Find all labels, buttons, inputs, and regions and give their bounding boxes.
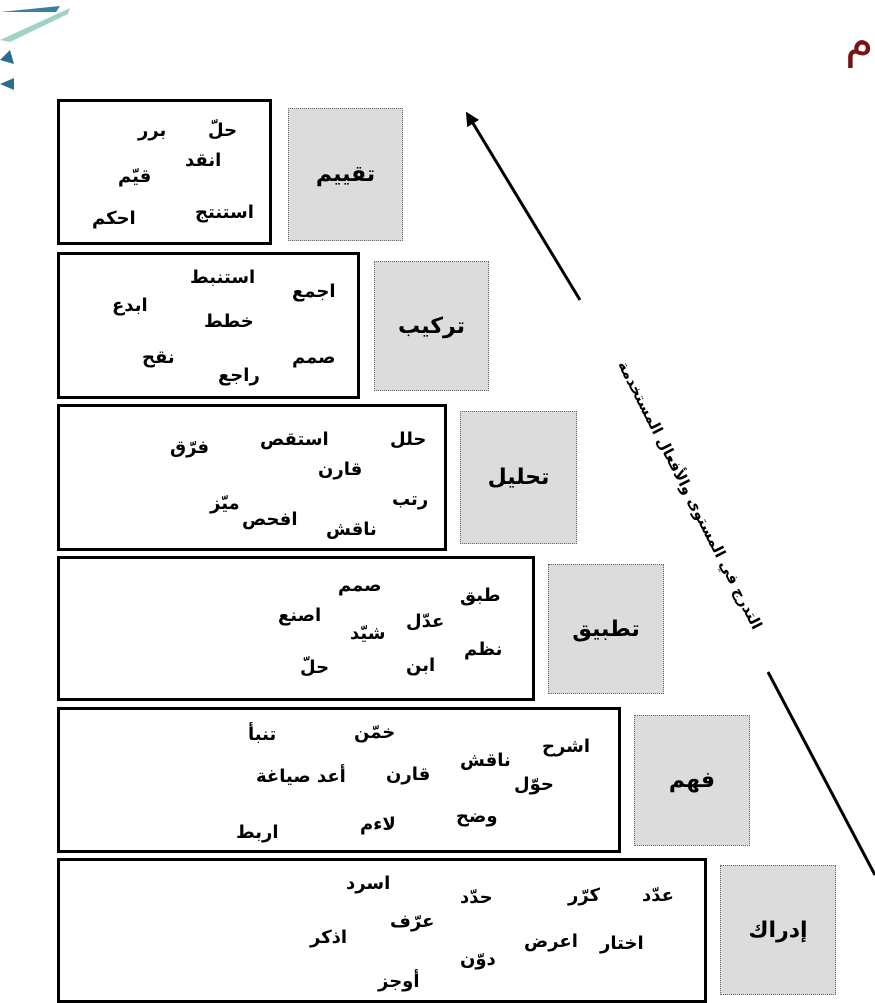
level-box-analysis: حلل استقص فرّق قارن رتب ميّز افحص ناقش	[57, 404, 447, 551]
level-label-text: تركيب	[397, 313, 465, 339]
verb: عدّل	[406, 611, 445, 632]
verb: اسرد	[346, 873, 391, 894]
level-label-comprehension: فهم	[634, 715, 750, 846]
level-label-knowledge: إدراك	[720, 865, 836, 995]
verb: ناقش	[326, 519, 377, 540]
verb: احكم	[92, 208, 136, 229]
verb: خمّن	[354, 722, 396, 743]
verb: لاءم	[360, 814, 396, 835]
verb: عدّد	[642, 885, 674, 906]
verb: فرّق	[170, 437, 210, 458]
verb: صمم	[292, 347, 336, 368]
corner-decoration	[0, 6, 70, 90]
verb: حوّل	[514, 774, 554, 795]
level-label-analysis: تحليل	[460, 411, 577, 544]
verb: استنبط	[190, 267, 256, 288]
corner-character: م	[845, 14, 874, 68]
level-label-application: تطبيق	[548, 564, 664, 694]
verb: قيّم	[118, 166, 152, 187]
verb: استقص	[260, 429, 329, 450]
level-label-text: إدراك	[748, 917, 808, 943]
level-label-text: تقييم	[315, 162, 376, 187]
verb: تنبأ	[248, 724, 277, 745]
level-box-synthesis: اجمع استنبط ابدع خطط صمم نقح راجع	[57, 252, 360, 399]
verb: اذكر	[310, 927, 348, 948]
level-label-text: فهم	[668, 768, 716, 793]
verb: اختار	[600, 933, 644, 954]
verb: نظم	[464, 639, 503, 660]
verb: استنتج	[195, 202, 254, 223]
verb: حلل	[390, 429, 427, 450]
verb: قارن	[386, 764, 431, 785]
level-label-text: تطبيق	[572, 616, 640, 642]
verb: حدّد	[460, 887, 493, 908]
verb: حلّ	[300, 657, 330, 678]
verb: افحص	[242, 509, 298, 530]
verb: انقد	[185, 150, 222, 171]
verb: اعرض	[524, 931, 578, 952]
verb: صمم	[338, 575, 382, 596]
verb: نقح	[142, 347, 175, 368]
verb: وضح	[456, 806, 498, 827]
verb: دوّن	[460, 949, 496, 970]
verb: رتب	[392, 489, 429, 510]
verb: ميّز	[210, 493, 240, 514]
verb: اشرح	[542, 736, 591, 757]
verb: أعد صياغة	[256, 766, 346, 787]
verb: ابن	[406, 655, 436, 676]
level-label-text: تحليل	[487, 465, 550, 490]
verb: أوجز	[378, 971, 420, 992]
verb: اصنع	[278, 605, 322, 626]
verb: شيّد	[350, 623, 386, 644]
verb: برر	[138, 120, 167, 141]
verb: قارن	[318, 459, 363, 480]
level-box-comprehension: تنبأ خمّن اشرح ناقش حوّل قارن أعد صياغة …	[57, 707, 621, 853]
verb: خطط	[204, 311, 254, 332]
verb: طبق	[460, 585, 501, 606]
level-label-evaluation: تقييم	[288, 108, 403, 241]
verb: اربط	[236, 822, 279, 843]
level-box-knowledge: عدّد كرّر حدّد اسرد عرّف اختار اعرض دوّن…	[57, 858, 707, 1003]
level-label-synthesis: تركيب	[374, 261, 489, 391]
verb: ابدع	[112, 295, 148, 316]
verb: حلّ	[208, 120, 238, 141]
level-box-evaluation: حلّ برر انقد قيّم استنتج احكم	[57, 99, 272, 245]
verb: ناقش	[460, 750, 511, 771]
verb: عرّف	[390, 911, 435, 932]
verb: كرّر	[568, 885, 601, 906]
level-box-application: طبق صمم عدّل اصنع شيّد نظم ابن حلّ	[57, 556, 535, 701]
verb: اجمع	[292, 281, 336, 302]
verb: راجع	[218, 365, 260, 386]
